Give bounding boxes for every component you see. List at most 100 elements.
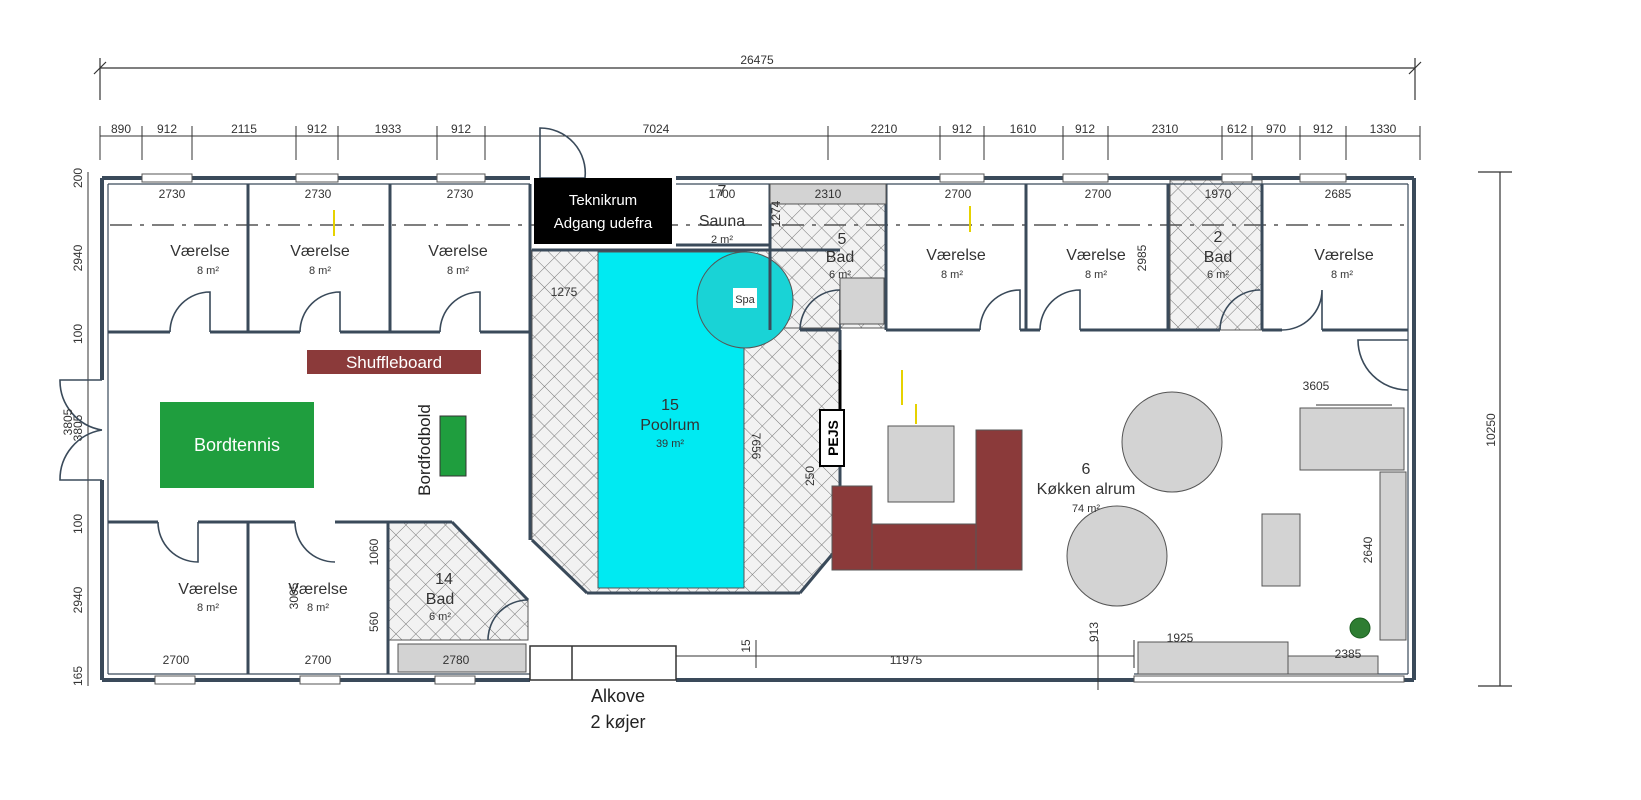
bottom-dimension-line (676, 640, 1135, 690)
bath-5-area: 6 m² (829, 269, 851, 281)
dim-pool-right: 7656 (749, 433, 763, 460)
right-dimension (1478, 171, 1512, 687)
bedroom-7-name: Værelse (178, 581, 238, 598)
kitchen-name: Køkken alrum (1037, 481, 1136, 498)
dim-label: 2730 (159, 187, 186, 201)
dim-label: 2730 (447, 187, 474, 201)
bath-5-name: Bad (826, 249, 854, 266)
seg-label: 2310 (1152, 122, 1179, 136)
kitchen-counter-bottom (1137, 641, 1289, 675)
spa-label: Spa (735, 294, 755, 306)
shuffleboard-label: Shuffleboard (346, 353, 442, 372)
inner-dimension-labels: 2730 2730 2730 1700 2310 2700 2700 1970 … (61, 187, 1375, 667)
room-labels: Værelse 8 m² Værelse 8 m² Værelse 8 m² V… (170, 183, 1374, 623)
seg-label: 1933 (375, 122, 402, 136)
alkove-line2: 2 køjer (590, 712, 645, 732)
seg-label: 890 (111, 122, 131, 136)
pejs-box (819, 409, 845, 467)
dim-label: 2700 (163, 653, 190, 667)
bedroom-1-name: Værelse (170, 243, 230, 260)
seg-label: 2115 (231, 122, 257, 136)
bedroom-2-area: 8 m² (309, 265, 331, 277)
total-width-label: 10250 (1484, 413, 1498, 447)
bedroom-6-name: Værelse (1314, 247, 1374, 264)
sofa-right (975, 429, 1023, 571)
bath-2-floor (1169, 179, 1263, 331)
overall-length-label: 26475 (740, 53, 774, 67)
bedroom-6-area: 8 m² (1331, 269, 1353, 281)
yellow-markers (333, 206, 971, 424)
dim-label: 2730 (305, 187, 332, 201)
dim-label: 2780 (443, 653, 470, 667)
bath-14-area: 6 m² (429, 611, 451, 623)
kitchen-counter-corner (1287, 655, 1379, 675)
overall-dimension (93, 58, 1422, 100)
left-dim-label: 100 (71, 324, 85, 344)
interior-walls (108, 184, 1408, 674)
dim-mid-top: 2985 (1135, 244, 1149, 271)
dim-door-left: 3805 (61, 408, 75, 435)
left-dim-label: 165 (71, 666, 85, 686)
round-table-bottom (1066, 505, 1168, 607)
bath-14-floor (387, 521, 529, 641)
dim-bottom-wall-small: 913 (1087, 622, 1101, 642)
bordtennis-label: Bordtennis (194, 435, 280, 455)
seg-label: 2210 (871, 122, 898, 136)
top-segment-labels: 890 912 2115 912 1933 912 7024 2210 912 … (111, 122, 1397, 136)
seg-label: 1330 (1370, 122, 1397, 136)
bedroom-5-name: Værelse (1066, 247, 1126, 264)
bath-5-number: 5 (838, 231, 847, 248)
coffee-table (887, 425, 955, 503)
left-dim-label: 2940 (71, 586, 85, 613)
seg-label: 912 (952, 122, 972, 136)
bedroom-1-area: 8 m² (197, 265, 219, 277)
bath-14-number: 14 (435, 571, 453, 588)
pool-name: Poolrum (640, 417, 700, 434)
bedroom-3-name: Værelse (428, 243, 488, 260)
pool-number: 15 (661, 397, 679, 414)
windows-top (141, 173, 1347, 183)
sofa-left (831, 485, 873, 571)
bedroom-8-name: Værelse (288, 581, 348, 598)
left-dim-label: 100 (71, 514, 85, 534)
dim-label: 1970 (1205, 187, 1232, 201)
seg-label: 912 (307, 122, 327, 136)
alkove-line1: Alkove (591, 686, 645, 706)
top-dimension-line (99, 126, 1421, 160)
seg-label: 912 (1313, 122, 1333, 136)
teknikrum-box (534, 178, 672, 244)
bath-14-name: Bad (426, 591, 454, 608)
dim-gym-side: 3005 (287, 582, 301, 609)
seg-label: 912 (451, 122, 471, 136)
bedroom-2-name: Værelse (290, 243, 350, 260)
seg-label: 612 (1227, 122, 1247, 136)
dim-sauna-side: 1274 (769, 200, 783, 227)
shuffleboard-table (307, 350, 481, 374)
pool-area: 39 m² (656, 438, 684, 450)
dim-bottom-wall: 11975 (890, 653, 923, 667)
dim-bath-bottom: 560 (367, 612, 381, 632)
dim-bottom-short: 15 (739, 639, 753, 653)
kitchen-island (1261, 513, 1301, 587)
windows-bottom (154, 675, 1405, 685)
bath-5-shower (839, 277, 885, 325)
seg-label: 1610 (1010, 122, 1037, 136)
spa-label-bg (733, 288, 757, 308)
bordfodbold-label: Bordfodbold (415, 404, 434, 496)
dim-label: 2685 (1325, 187, 1352, 201)
kitchen-area: 74 m² (1072, 503, 1100, 515)
kitchen-counter-top (1299, 407, 1405, 471)
dim-label: 2310 (815, 187, 842, 201)
seg-label: 970 (1266, 122, 1286, 136)
dim-kitchen-bottom: 1925 (1167, 631, 1194, 645)
dim-label: 2700 (1085, 187, 1112, 201)
left-dimension-labels: 200 2940 100 3805 100 2940 165 (71, 168, 85, 686)
bedroom-5-area: 8 m² (1085, 269, 1107, 281)
plant-icon (1349, 617, 1371, 639)
pejs-label: PEJS (825, 420, 841, 456)
bordtennis-table (160, 402, 314, 488)
bedroom-3-area: 8 m² (447, 265, 469, 277)
dim-kitchen-corner: 2385 (1335, 647, 1362, 661)
seg-label: 912 (1075, 122, 1095, 136)
dim-bath-left: 1060 (367, 538, 381, 565)
